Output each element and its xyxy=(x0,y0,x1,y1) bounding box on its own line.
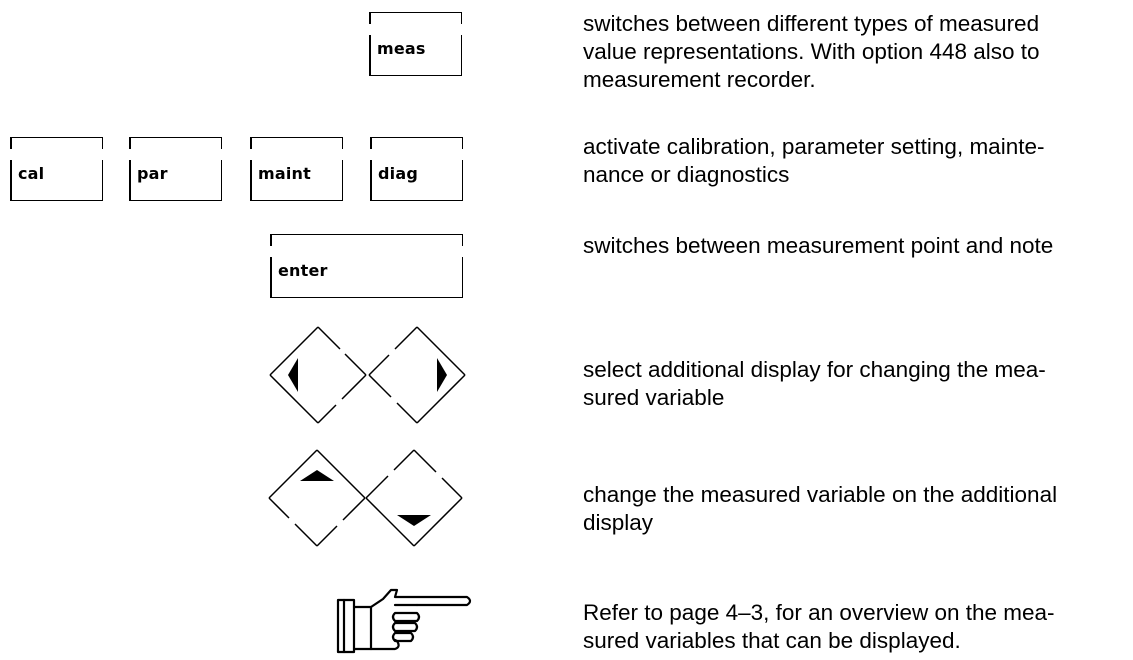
enter-key-label: enter xyxy=(278,261,328,280)
menu-keys-description: activate calibration, parameter setting,… xyxy=(583,134,1045,187)
up-down-description: change the measured variable on the addi… xyxy=(583,482,1058,535)
maint-key[interactable]: maint xyxy=(250,136,343,201)
cal-key[interactable]: cal xyxy=(10,136,103,201)
cal-key-label: cal xyxy=(18,164,45,183)
left-right-description: select additional display for changing t… xyxy=(583,357,1046,410)
diag-key[interactable]: diag xyxy=(370,136,463,201)
right-arrow-key-icon[interactable] xyxy=(367,325,467,425)
enter-key[interactable]: enter xyxy=(270,233,463,298)
meas-key[interactable]: meas xyxy=(369,11,462,76)
left-arrow-key-icon[interactable] xyxy=(268,325,368,425)
pointing-hand-icon xyxy=(336,588,472,654)
maint-key-label: maint xyxy=(258,164,311,183)
meas-key-label: meas xyxy=(377,39,426,58)
par-key-label: par xyxy=(137,164,168,183)
enter-description: switches between measurement point and n… xyxy=(583,233,1054,258)
meas-description: switches between different types of meas… xyxy=(583,11,1040,92)
par-key[interactable]: par xyxy=(129,136,222,201)
up-arrow-key-icon[interactable] xyxy=(267,448,367,548)
down-arrow-key-icon[interactable] xyxy=(364,448,464,548)
note-description: Refer to page 4–3, for an overview on th… xyxy=(583,600,1055,653)
diag-key-label: diag xyxy=(378,164,418,183)
